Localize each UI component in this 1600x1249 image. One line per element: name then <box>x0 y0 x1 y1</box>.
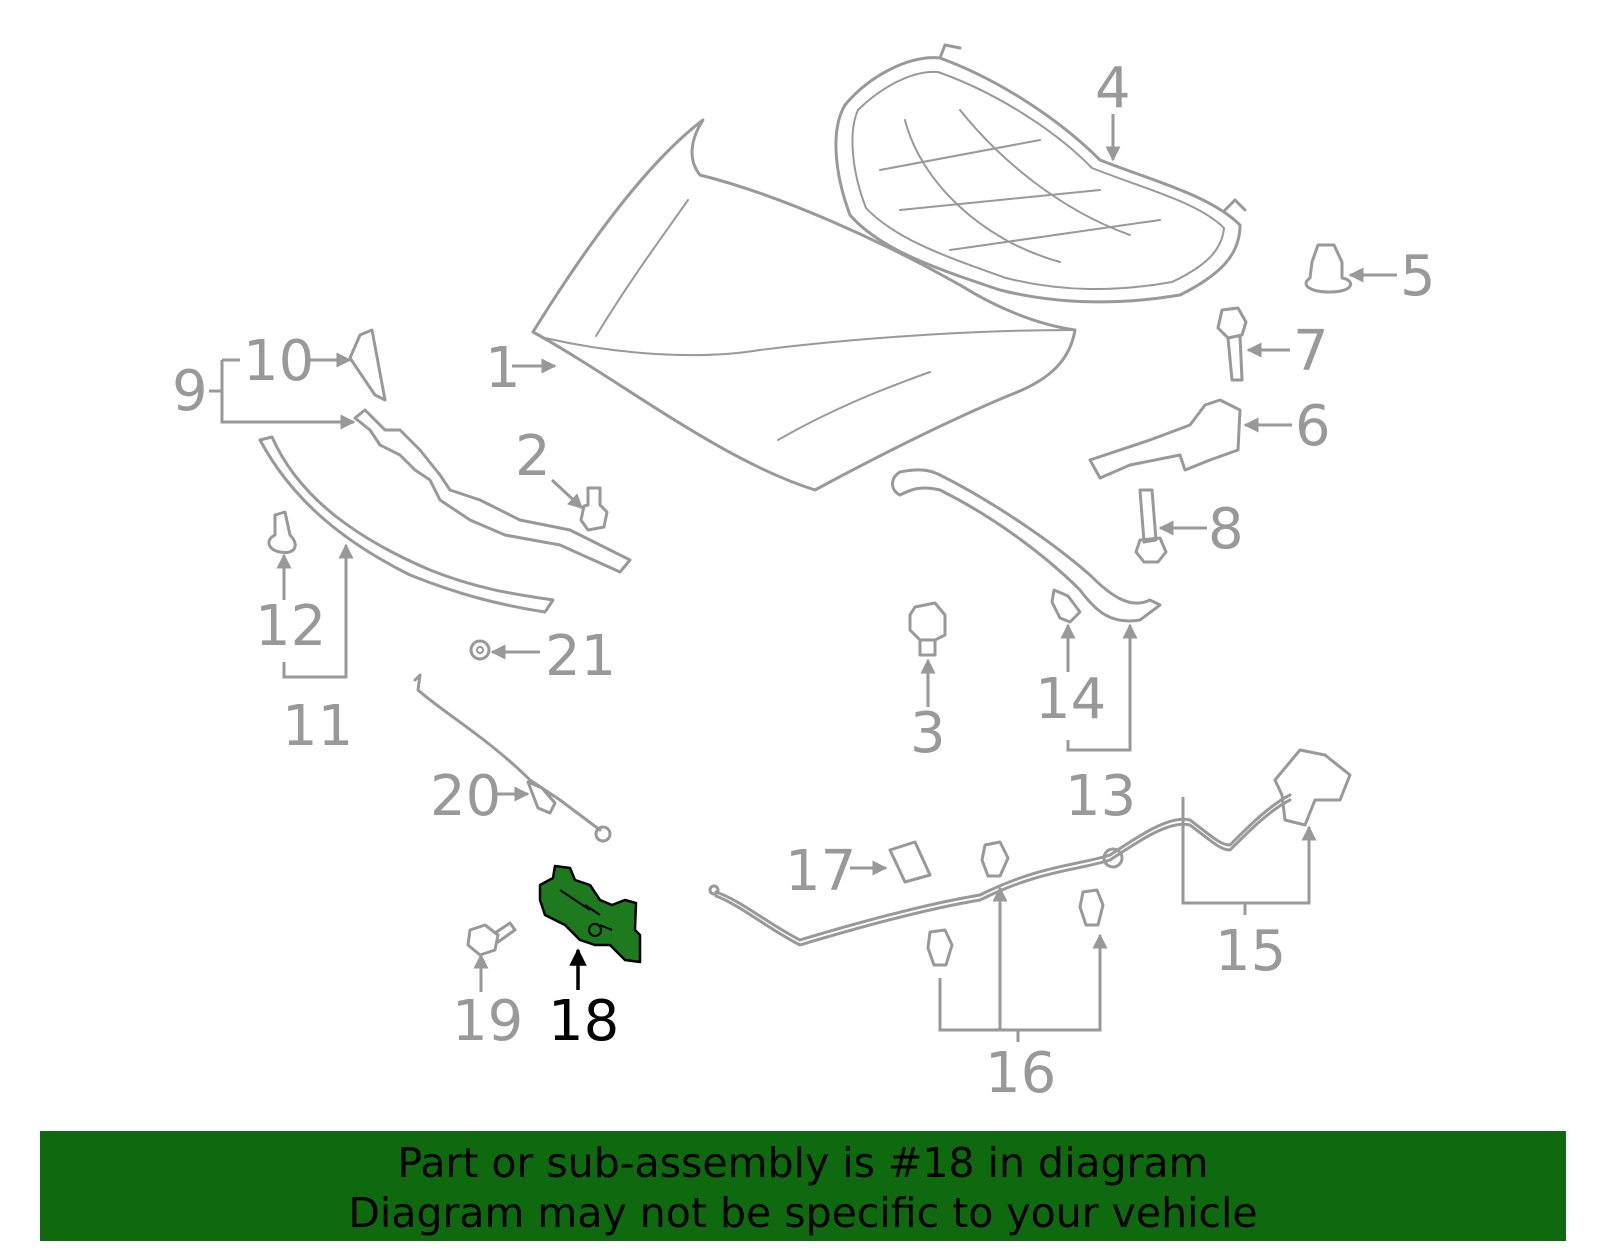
label-20: 20 <box>430 764 501 829</box>
banner-line-2: Diagram may not be specific to your vehi… <box>348 1189 1258 1237</box>
bracket-6 <box>1088 398 1242 480</box>
label-1: 1 <box>485 336 521 401</box>
label-6: 6 <box>1295 394 1331 459</box>
label-7: 7 <box>1293 319 1329 384</box>
cable-clips-16 <box>926 840 1105 967</box>
label-16: 16 <box>985 1041 1056 1106</box>
label-19: 19 <box>452 989 523 1054</box>
seal-11 <box>258 435 555 614</box>
latch-rod-20 <box>413 673 612 843</box>
label-12: 12 <box>255 594 326 659</box>
label-4: 4 <box>1095 56 1131 121</box>
stud-8 <box>1134 488 1168 564</box>
bolt-7 <box>1216 306 1248 382</box>
banner-line-1: Part or sub-assembly is #18 in diagram <box>397 1139 1209 1187</box>
label-9: 9 <box>172 359 208 424</box>
label-18: 18 <box>548 989 619 1054</box>
info-banner: Part or sub-assembly is #18 in diagram D… <box>40 1131 1566 1241</box>
front-seal-9 <box>353 408 632 574</box>
label-13: 13 <box>1065 764 1136 829</box>
release-cable-15 <box>708 748 1352 947</box>
label-3: 3 <box>910 701 946 766</box>
label-2: 2 <box>515 424 551 489</box>
clip-14 <box>1050 588 1082 624</box>
label-8: 8 <box>1208 497 1244 562</box>
bracket-10 <box>348 328 387 402</box>
label-5: 5 <box>1400 244 1436 309</box>
clip-5 <box>1304 243 1353 294</box>
clip-17 <box>888 840 932 884</box>
callout-labels: 1 2 3 4 5 6 7 8 9 10 11 12 13 14 15 16 1… <box>172 56 1436 1106</box>
hood-latch-18 <box>538 864 642 964</box>
nut-21 <box>469 639 491 661</box>
hood-insulator <box>834 43 1247 304</box>
label-17: 17 <box>785 839 856 904</box>
bolt-2 <box>579 486 609 532</box>
label-15: 15 <box>1215 919 1286 984</box>
leader-lines <box>209 114 1397 1042</box>
hood-panel <box>531 118 1077 492</box>
bolt-19 <box>466 921 517 957</box>
support-rod-13 <box>891 468 1162 623</box>
label-14: 14 <box>1035 667 1106 732</box>
label-11: 11 <box>282 694 353 759</box>
bolt-3 <box>908 601 947 657</box>
clip-12 <box>267 510 297 555</box>
label-21: 21 <box>545 624 616 689</box>
label-10: 10 <box>243 329 314 394</box>
